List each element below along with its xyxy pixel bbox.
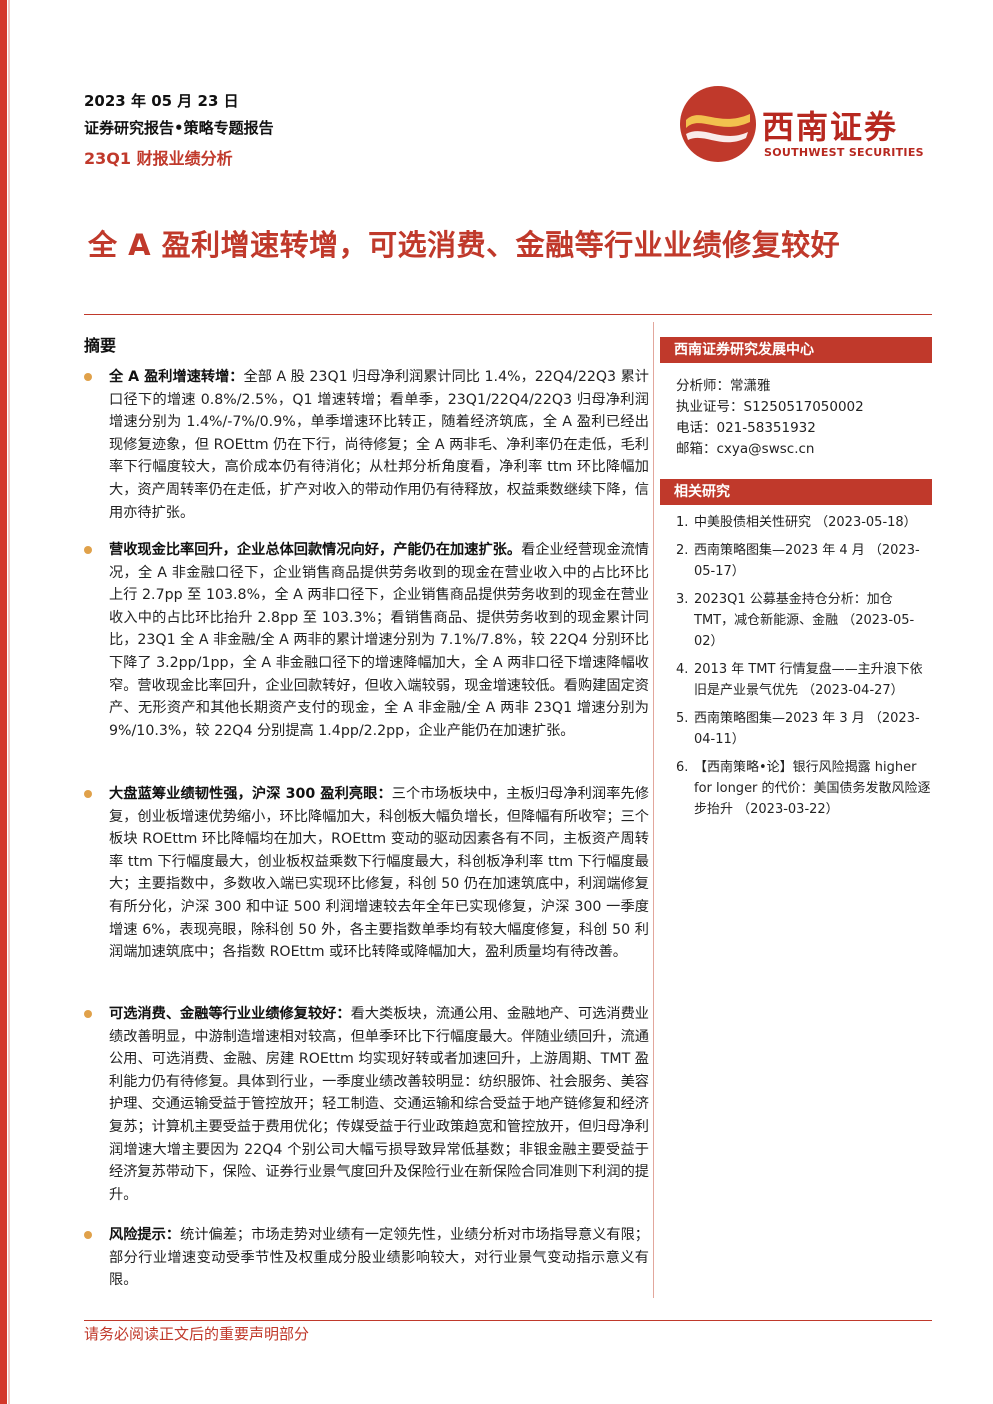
report-topic: 23Q1 财报业绩分析: [84, 149, 233, 168]
footer-notice: 请务必阅读正文后的重要声明部分: [84, 1325, 310, 1343]
company-logo: 西南证券 SOUTHWEST SECURITIES: [678, 84, 928, 164]
related-report-item[interactable]: 6.【西南策略•论】银行风险揭露 higher for longer 的代价：美…: [676, 760, 931, 817]
column-divider: [653, 322, 654, 1298]
related-report-item[interactable]: 5.西南策略图集—2023 年 3 月 （2023-04-11）: [676, 711, 920, 747]
paragraph-body: 三个市场板块中，主板归母净利润率先修复，创业板增速优势缩小，环比降幅加大，科创板…: [109, 786, 649, 961]
left-accent-bar-light: [8, 0, 10, 1404]
analyst-phone: 电话：021-58351932: [676, 420, 816, 436]
abstract-heading: 摘要: [84, 336, 117, 355]
logo-name-cn: 西南证券: [762, 108, 899, 146]
paragraph-body: 全部 A 股 23Q1 归母净利润累计同比 1.4%，22Q4/22Q3 累计口…: [109, 369, 649, 521]
left-accent-bar: [0, 0, 7, 1404]
abstract-paragraph: 大盘蓝筹业绩韧性强，沪深 300 盈利亮眼：三个市场板块中，主板归母净利润率先修…: [84, 783, 649, 964]
title-divider: [84, 314, 932, 315]
analyst-info: 分析师：常潇雅 执业证号：S1250517050002 电话：021-58351…: [676, 376, 864, 460]
related-report-item[interactable]: 2.西南策略图集—2023 年 4 月 （2023-05-17）: [676, 543, 920, 579]
abstract-paragraph: 全 A 盈利增速转增：全部 A 股 23Q1 归母净利润累计同比 1.4%，22…: [84, 366, 649, 524]
bullet-icon: [84, 1010, 92, 1018]
paragraph-body: 看企业经营现金流情况，全 A 非金融口径下，企业销售商品提供劳务收到的现金在营业…: [109, 542, 649, 739]
paragraph-lead: 大盘蓝筹业绩韧性强，沪深 300 盈利亮眼：: [109, 786, 392, 802]
research-center-heading: 西南证券研究发展中心: [660, 337, 932, 363]
abstract-paragraph: 营收现金比率回升，企业总体回款情况向好，产能仍在加速扩张。看企业经营现金流情况，…: [84, 539, 649, 742]
bullet-icon: [84, 790, 92, 798]
bullet-icon: [84, 373, 92, 381]
paragraph-body: 统计偏差；市场走势对业绩有一定领先性，业绩分析对市场指导意义有限；部分行业增速变…: [109, 1227, 649, 1289]
related-report-item[interactable]: 4.2013 年 TMT 行情复盘——主升浪下依旧是产业景气优先 （2023-0…: [676, 662, 923, 698]
related-research-list: 1.中美股债相关性研究 （2023-05-18） 2.西南策略图集—2023 年…: [676, 512, 932, 827]
analyst-name: 分析师：常潇雅: [676, 378, 771, 394]
paragraph-lead: 全 A 盈利增速转增：: [109, 369, 244, 385]
logo-name-en: SOUTHWEST SECURITIES: [764, 146, 924, 159]
report-title: 全 A 盈利增速转增，可选消费、金融等行业业绩修复较好: [88, 228, 841, 262]
report-date: 2023 年 05 月 23 日: [84, 92, 239, 110]
bullet-icon: [84, 1231, 92, 1239]
footer-divider: [84, 1320, 932, 1321]
logo-emblem-icon: [680, 86, 756, 162]
related-report-item[interactable]: 1.中美股债相关性研究 （2023-05-18）: [676, 515, 917, 530]
analyst-license: 执业证号：S1250517050002: [676, 399, 864, 415]
paragraph-body: 看大类板块，流通公用、金融地产、可选消费业绩改善明显，中游制造增速相对较高，但单…: [109, 1006, 649, 1203]
abstract-paragraph: 风险提示：统计偏差；市场走势对业绩有一定领先性，业绩分析对市场指导意义有限；部分…: [84, 1224, 649, 1292]
report-type: 证券研究报告•策略专题报告: [84, 119, 274, 137]
related-research-heading: 相关研究: [660, 479, 932, 505]
bullet-icon: [84, 546, 92, 554]
paragraph-lead: 营收现金比率回升，企业总体回款情况向好，产能仍在加速扩张。: [109, 542, 522, 558]
paragraph-lead: 风险提示：: [109, 1227, 181, 1243]
paragraph-lead: 可选消费、金融等行业业绩修复较好：: [109, 1006, 351, 1022]
related-report-item[interactable]: 3.2023Q1 公募基金持仓分析：加仓 TMT，减仓新能源、金融 （2023-…: [676, 592, 915, 649]
abstract-paragraph: 可选消费、金融等行业业绩修复较好：看大类板块，流通公用、金融地产、可选消费业绩改…: [84, 1003, 649, 1206]
analyst-email[interactable]: 邮箱：cxya@swsc.cn: [676, 441, 815, 457]
